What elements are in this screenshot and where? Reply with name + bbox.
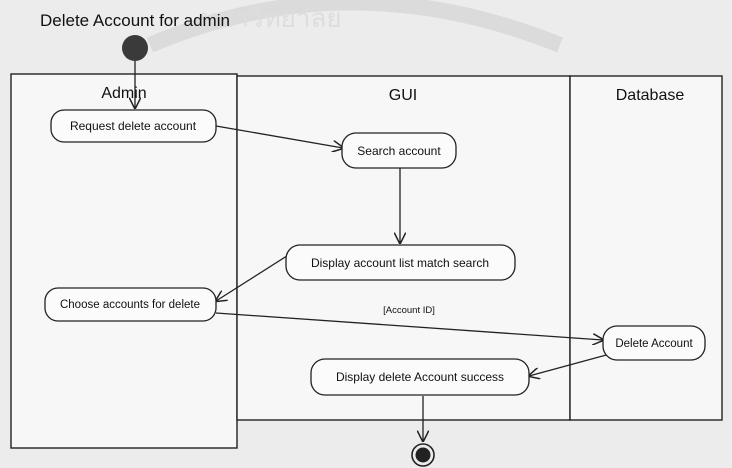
action-display-success-label: Display delete Account success (336, 370, 504, 384)
lane-title-gui: GUI (389, 87, 417, 104)
action-delete-account: Delete Account (602, 325, 706, 361)
watermark-text: มหาวิทยาลัย (200, 3, 342, 33)
flow-request-to-search (215, 125, 343, 148)
initial-node (122, 35, 148, 61)
control-flows (135, 61, 611, 441)
lane-title-database: Database (616, 87, 685, 104)
action-display-success: Display delete Account success (310, 358, 530, 396)
flow-delete-to-success (529, 353, 611, 376)
lane-title-admin: Admin (101, 85, 146, 102)
action-display-list-label: Display account list match search (311, 256, 489, 270)
lane-database (569, 75, 723, 421)
action-choose-accounts: Choose accounts for delete (44, 287, 217, 322)
action-search-account-label: Search account (357, 144, 441, 158)
action-choose-accounts-label: Choose accounts for delete (60, 299, 200, 311)
action-search-account: Search account (341, 132, 457, 169)
action-delete-account-label: Delete Account (615, 338, 693, 350)
final-node (411, 443, 435, 467)
diagram-title: Delete Account for admin (40, 11, 230, 30)
flow-display-to-choose (216, 253, 291, 301)
action-request-delete-label: Request delete account (70, 119, 197, 133)
watermark: มหาวิทยาลัย (146, 0, 563, 53)
flow-choose-to-delete (215, 312, 603, 340)
action-display-list: Display account list match search (285, 244, 516, 281)
guard-label: [Account ID] (383, 305, 435, 316)
action-request-delete: Request delete account (50, 109, 217, 143)
